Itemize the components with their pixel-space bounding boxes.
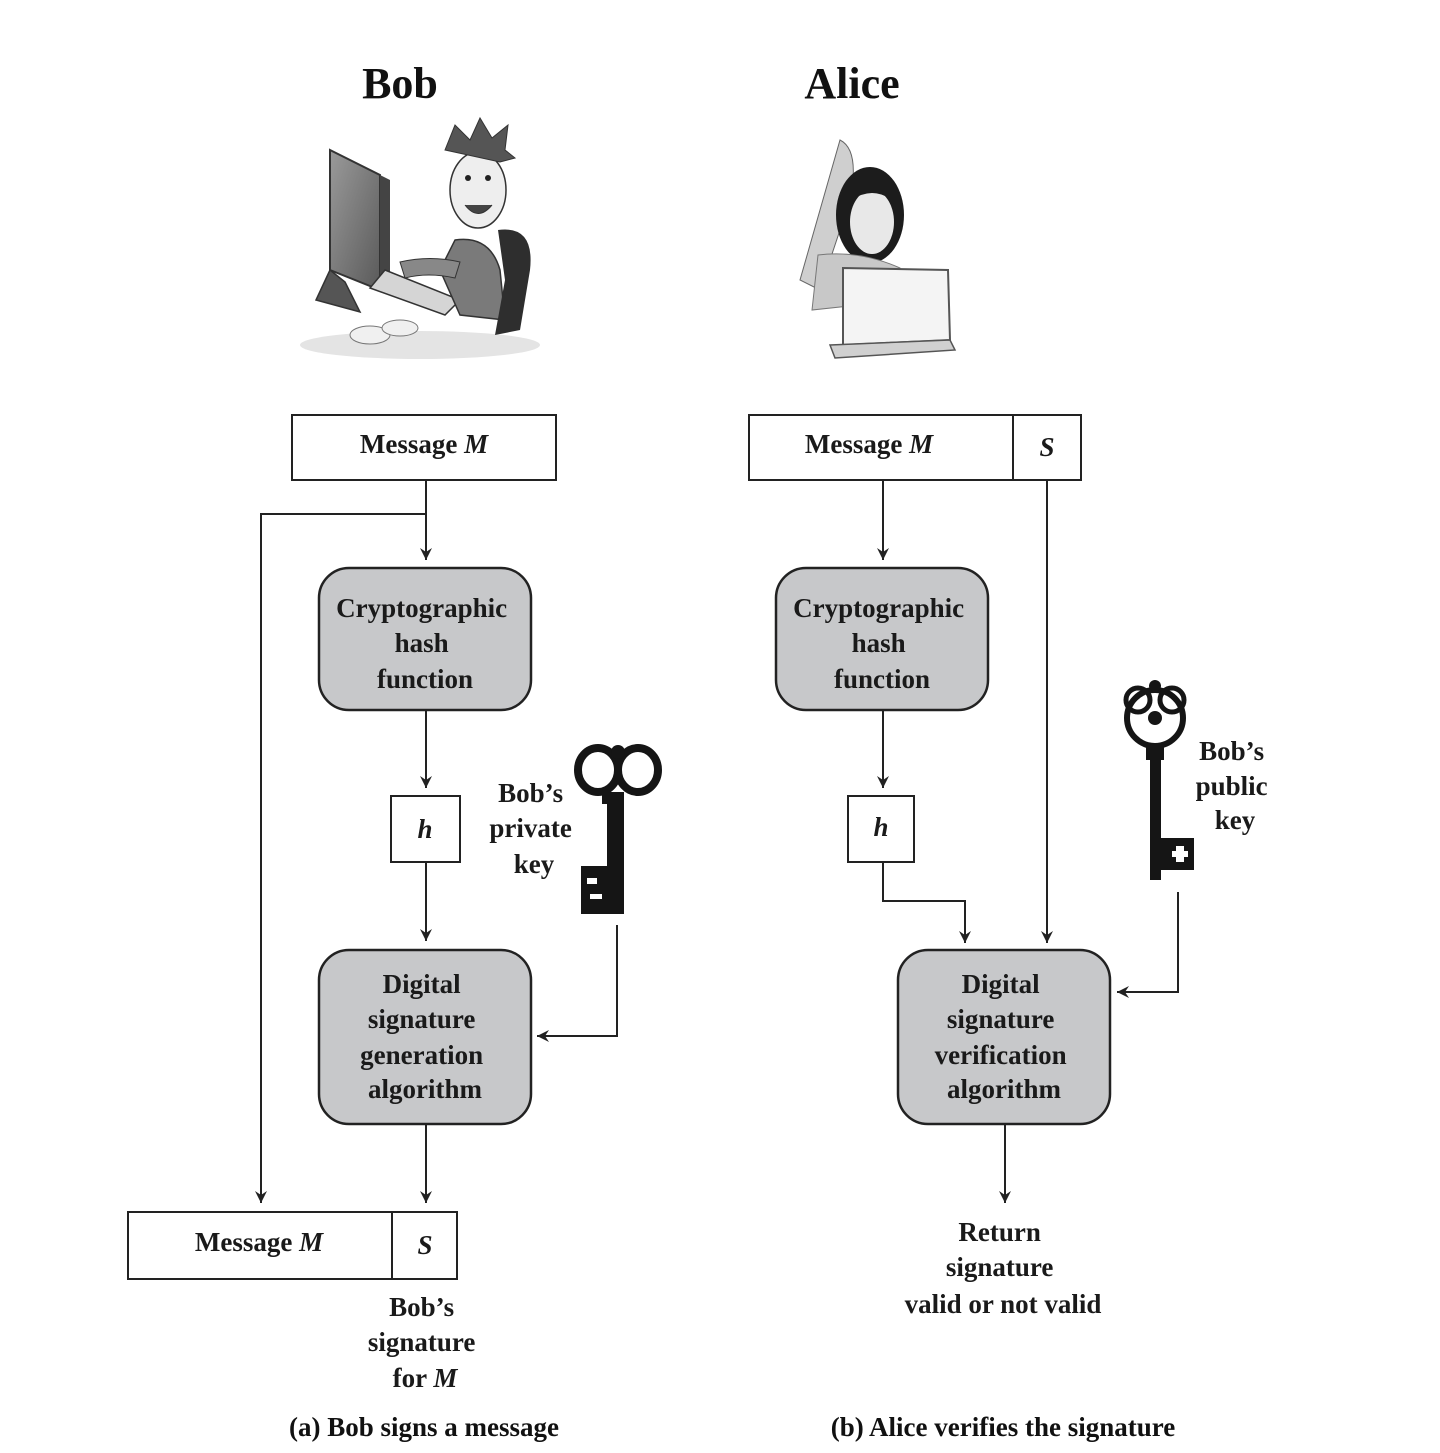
alice-message-sig-label: S [1039, 432, 1054, 462]
bob-sign-label: Digital signature generation algorithm [360, 969, 490, 1104]
bob-message-label: Message M [360, 429, 489, 459]
alice-result-label: Return signature valid or not valid [905, 1217, 1102, 1319]
alice-arrow-h-to-verify [882, 862, 971, 943]
alice-h-box [847, 795, 915, 863]
bob-title: Bob [362, 59, 438, 108]
public-key-icon [1123, 680, 1194, 880]
alice-public-key-label: Bob’s public key [1196, 736, 1275, 835]
bob-h-box [390, 795, 461, 863]
alice-message-label: Message M [805, 429, 934, 459]
alice-message-box [748, 414, 1082, 481]
bob-message-box [291, 414, 557, 481]
bob-output-message-label: Message M [195, 1227, 324, 1257]
alice-arrow-key-to-verify [1117, 892, 1179, 998]
alice-h-label: h [873, 812, 888, 842]
bob-signature-label: Bob’s signature for M [368, 1292, 482, 1393]
alice-title: Alice [804, 59, 899, 108]
bob-arrow-message-to-output [255, 513, 426, 1203]
bob-output-box [127, 1211, 458, 1280]
alice-illustration [799, 139, 957, 359]
bob-private-key-label: Bob’s private key [489, 778, 578, 879]
bob-arrow-key-to-sign [537, 925, 618, 1042]
alice-caption: (b) Alice verifies the signature [831, 1412, 1175, 1442]
bob-hash-label: Cryptographic hash function [336, 593, 514, 694]
bob-illustration [300, 116, 540, 359]
alice-hash-label: Cryptographic hash function [793, 593, 971, 694]
bob-output-sig-label: S [417, 1230, 432, 1260]
private-key-icon [574, 744, 662, 914]
bob-caption: (a) Bob signs a message [289, 1412, 559, 1442]
alice-verify-label: Digital signature verification algorithm [935, 969, 1074, 1104]
bob-h-label: h [417, 814, 432, 844]
